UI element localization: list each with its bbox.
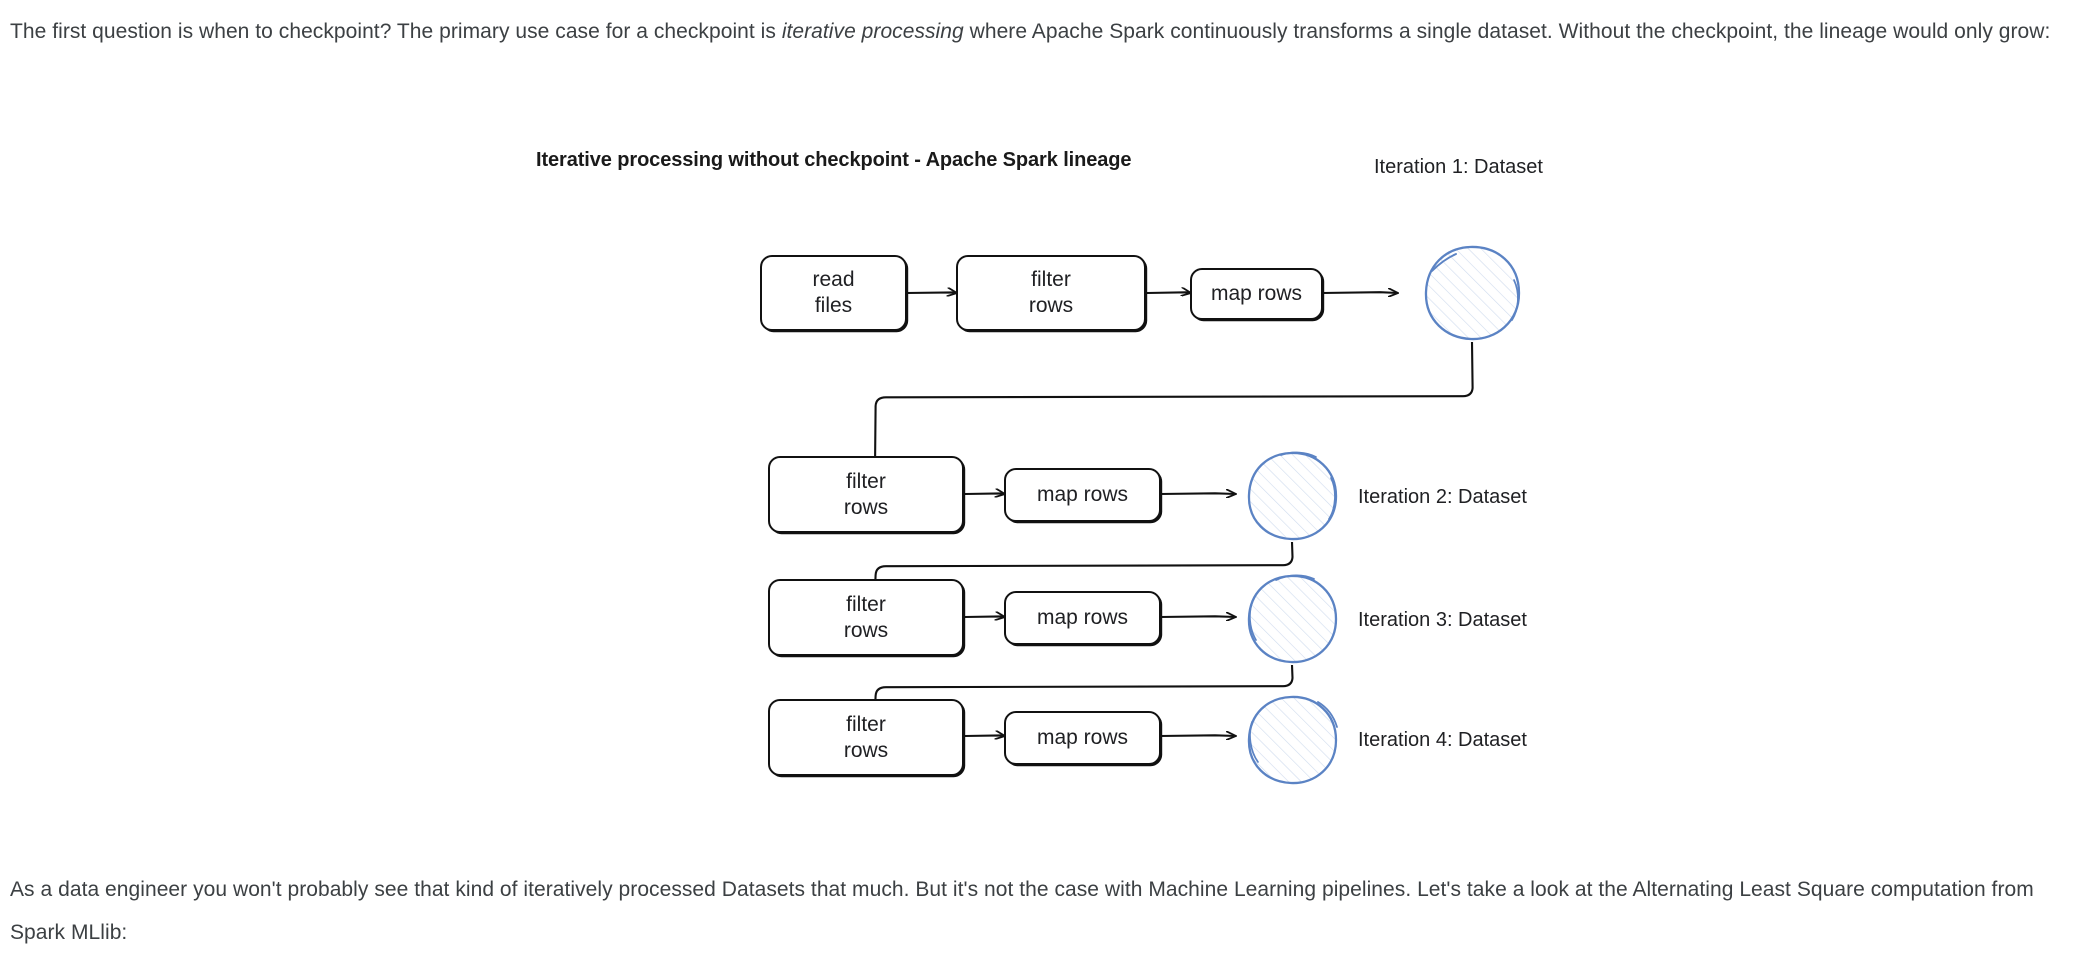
node-label: filter rows	[843, 712, 889, 762]
node-label: filter rows	[843, 469, 889, 519]
node-filter-rows-3[interactable]: filter rows	[768, 579, 964, 656]
node-label: filter rows	[1028, 268, 1074, 317]
node-label: map rows	[1036, 606, 1129, 629]
outro-paragraph: As a data engineer you won't probably se…	[10, 878, 2040, 944]
intro-paragraph: The first question is when to checkpoint…	[10, 10, 2080, 53]
node-label: map rows	[1036, 726, 1129, 749]
dataset-label-iteration-2: Iteration 2: Dataset	[1358, 486, 1527, 508]
node-filter-rows-1[interactable]: filter rows	[956, 255, 1146, 331]
node-filter-rows-4[interactable]: filter rows	[768, 699, 964, 776]
dataset-circle-4	[1247, 695, 1338, 785]
node-label: filter rows	[843, 592, 889, 642]
node-map-rows-3[interactable]: map rows	[1004, 591, 1161, 645]
diagram-title: Iterative processing without checkpoint …	[536, 149, 1132, 171]
spark-lineage-diagram: Iterative processing without checkpoint …	[0, 130, 2098, 870]
dataset-label-iteration-4: Iteration 4: Dataset	[1358, 729, 1527, 751]
node-read-files[interactable]: read files	[760, 255, 907, 331]
dataset-circle-3	[1247, 574, 1338, 664]
intro-text-before-italic: The first question is when to checkpoint…	[10, 20, 782, 43]
node-map-rows-4[interactable]: map rows	[1004, 711, 1161, 765]
dataset-circle-1	[1424, 245, 1521, 341]
dataset-label-iteration-1: Iteration 1: Dataset	[1374, 156, 1543, 178]
node-label: read files	[812, 268, 855, 317]
intro-text-italic: iterative processing	[781, 20, 964, 43]
node-filter-rows-2[interactable]: filter rows	[768, 456, 964, 533]
node-map-rows-1[interactable]: map rows	[1190, 268, 1323, 320]
node-label: map rows	[1036, 483, 1129, 506]
node-map-rows-2[interactable]: map rows	[1004, 468, 1161, 522]
node-label: map rows	[1210, 282, 1303, 305]
dataset-label-iteration-3: Iteration 3: Dataset	[1358, 609, 1527, 631]
dataset-circle-2	[1247, 451, 1338, 541]
intro-text-after-italic: where Apache Spark continuously transfor…	[963, 20, 2051, 43]
